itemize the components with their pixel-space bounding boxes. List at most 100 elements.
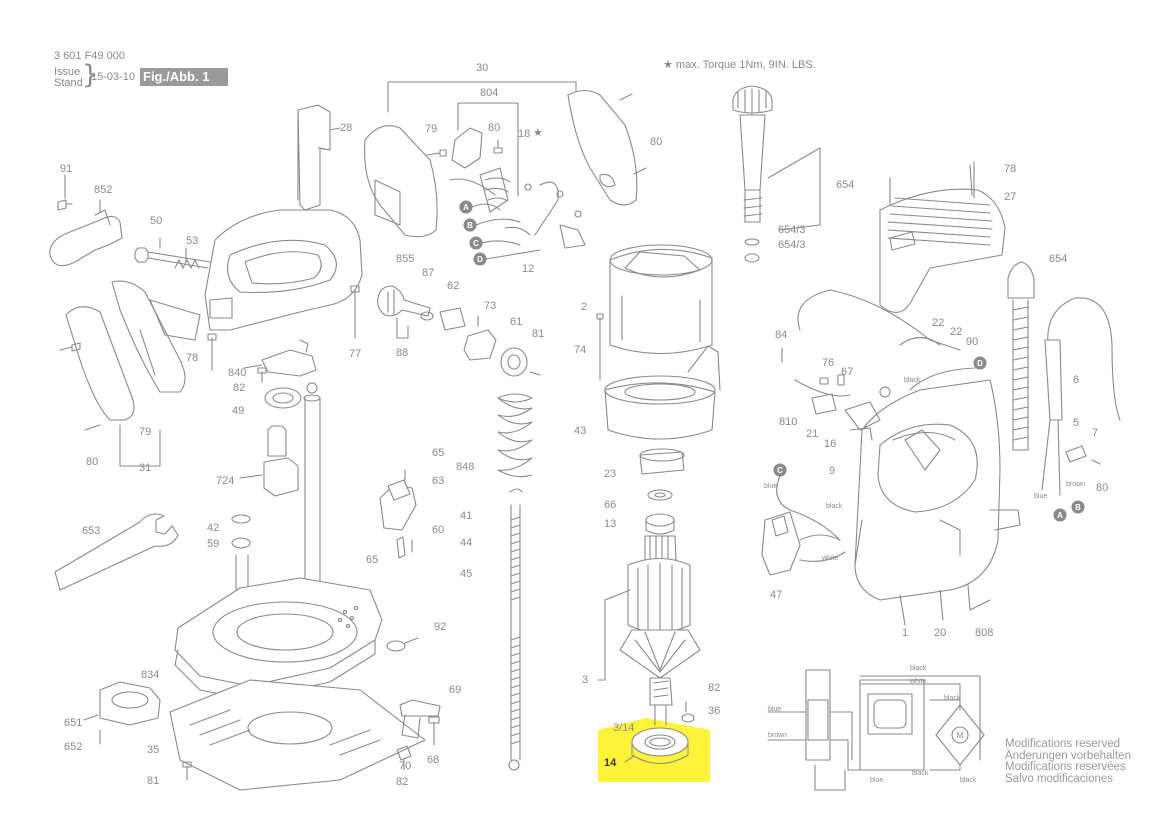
pinion-73 — [463, 329, 497, 361]
part-label-63: 63 — [432, 475, 444, 487]
shaft-855 — [377, 285, 431, 317]
part-label-3: 3 — [582, 674, 588, 686]
schematic-capacitor-box — [859, 679, 925, 771]
part-label-9: 9 — [829, 465, 835, 477]
part-label-27: 27 — [1004, 191, 1016, 203]
top-cap-27 — [879, 188, 1006, 313]
part-label-78: 78 — [1004, 163, 1016, 175]
part-label-654-3: 654/3 — [778, 224, 806, 236]
part-label-62: 62 — [447, 280, 459, 292]
part-label-91: 91 — [60, 163, 72, 175]
part-label-22: 22 — [950, 326, 962, 338]
part-label-66: 66 — [604, 499, 616, 511]
figure-label: Fig./Abb. 1 — [140, 68, 228, 86]
part-label-852: 852 — [94, 184, 112, 196]
part-label-90: 90 — [966, 336, 978, 348]
part-label-67: 67 — [841, 366, 853, 378]
part-label-23: 23 — [604, 468, 616, 480]
clamp-lever-852 — [49, 215, 123, 267]
part-label-7: 7 — [1092, 427, 1098, 439]
motor-housing-1 — [854, 379, 1001, 601]
part-label-82: 82 — [233, 382, 245, 394]
bearing-housing-23 — [639, 451, 685, 475]
star-mark-icon: ★ — [533, 127, 543, 139]
part-label-30: 30 — [476, 62, 488, 74]
modifications-line: Änderungen vorbehalten — [1005, 749, 1131, 762]
part-label-20: 20 — [934, 627, 946, 639]
wrench-653 — [54, 513, 179, 591]
part-label-31: 31 — [139, 462, 151, 474]
part-label-13: 13 — [604, 518, 616, 530]
part-label-82: 82 — [396, 776, 408, 788]
part-label-59: 59 — [207, 538, 219, 550]
part-label-16: 16 — [824, 438, 836, 450]
part-label-44: 44 — [460, 537, 472, 549]
modifications-line: Salvo modificaciones — [1005, 772, 1114, 785]
part-label-45: 45 — [460, 568, 472, 580]
connector-letter-d: D — [977, 359, 983, 368]
column-28 — [297, 104, 331, 211]
connector-d-right — [973, 356, 987, 370]
part-label-21: 21 — [806, 428, 818, 440]
connector-letter-b: B — [1075, 503, 1081, 512]
part-label-36: 36 — [708, 705, 720, 717]
clamp-840 — [261, 349, 317, 377]
part-label-65: 65 — [366, 554, 378, 566]
collet-724 — [267, 425, 287, 457]
schematic-motor-symbol — [951, 726, 969, 744]
part-label-41: 41 — [460, 510, 472, 522]
connector-letter-a: A — [1057, 511, 1063, 520]
part-label-654: 654 — [836, 179, 854, 191]
part-label-28: 28 — [340, 122, 352, 134]
part-label-652: 652 — [64, 741, 82, 753]
housing-base-outline — [204, 209, 363, 331]
part-label-14: 14 — [604, 757, 617, 769]
ring-59 — [231, 537, 251, 549]
part-label-76: 76 — [822, 357, 834, 369]
wire-label-brown: brown — [768, 732, 787, 739]
part-label-79: 79 — [139, 426, 151, 438]
wire-label-blue: blue — [764, 483, 777, 490]
part-label-840: 840 — [228, 367, 246, 379]
issue-label: Issue — [54, 66, 81, 78]
part-label-804: 804 — [480, 87, 498, 99]
brace-glyph: } — [82, 60, 99, 90]
part-label-88: 88 — [396, 347, 408, 359]
stand-label: Stand — [54, 77, 83, 89]
part-code: 3 601 F49 000 — [54, 50, 125, 62]
brush-holder — [451, 127, 483, 169]
part-label-73: 73 — [484, 300, 496, 312]
knob-61 — [500, 347, 528, 377]
handle-30-left — [364, 125, 438, 238]
wire-color-labels: blackblueblackwhitebluebrownblackwhitebl… — [764, 377, 1085, 784]
marker-k-bottom — [508, 759, 520, 771]
wire-label-black: black — [904, 377, 921, 384]
part-label-810: 810 — [779, 416, 797, 428]
part-label-87: 87 — [422, 267, 434, 279]
connector-b-right — [1071, 500, 1085, 514]
part-label-653: 653 — [82, 525, 100, 537]
bearing-14 — [631, 727, 689, 757]
wire-label-blue: blue — [1034, 493, 1047, 500]
wire-label-blue: blue — [768, 706, 781, 713]
issue-date: 15-03-10 — [91, 71, 136, 83]
part-label-80: 80 — [86, 456, 98, 468]
ring-42 — [231, 514, 251, 524]
wire-label-blue: blue — [870, 777, 883, 784]
part-label-65: 65 — [432, 447, 444, 459]
wire-label-black: black — [912, 770, 929, 777]
modifications-line: Modifications reserved — [1005, 738, 1121, 750]
spring-53 — [174, 259, 200, 269]
fan-guide-43 — [604, 382, 716, 440]
wire-label-brown: brown — [1066, 481, 1085, 488]
connector-letter-d: D — [477, 255, 483, 264]
part-label-78: 78 — [186, 352, 198, 364]
connector-letter-a: A — [463, 203, 469, 212]
coupling-62 — [439, 307, 466, 331]
part-label-50: 50 — [150, 215, 162, 227]
part-label-81: 81 — [532, 328, 544, 340]
part-label-82: 82 — [708, 682, 720, 694]
part-label-834: 834 — [141, 669, 159, 681]
